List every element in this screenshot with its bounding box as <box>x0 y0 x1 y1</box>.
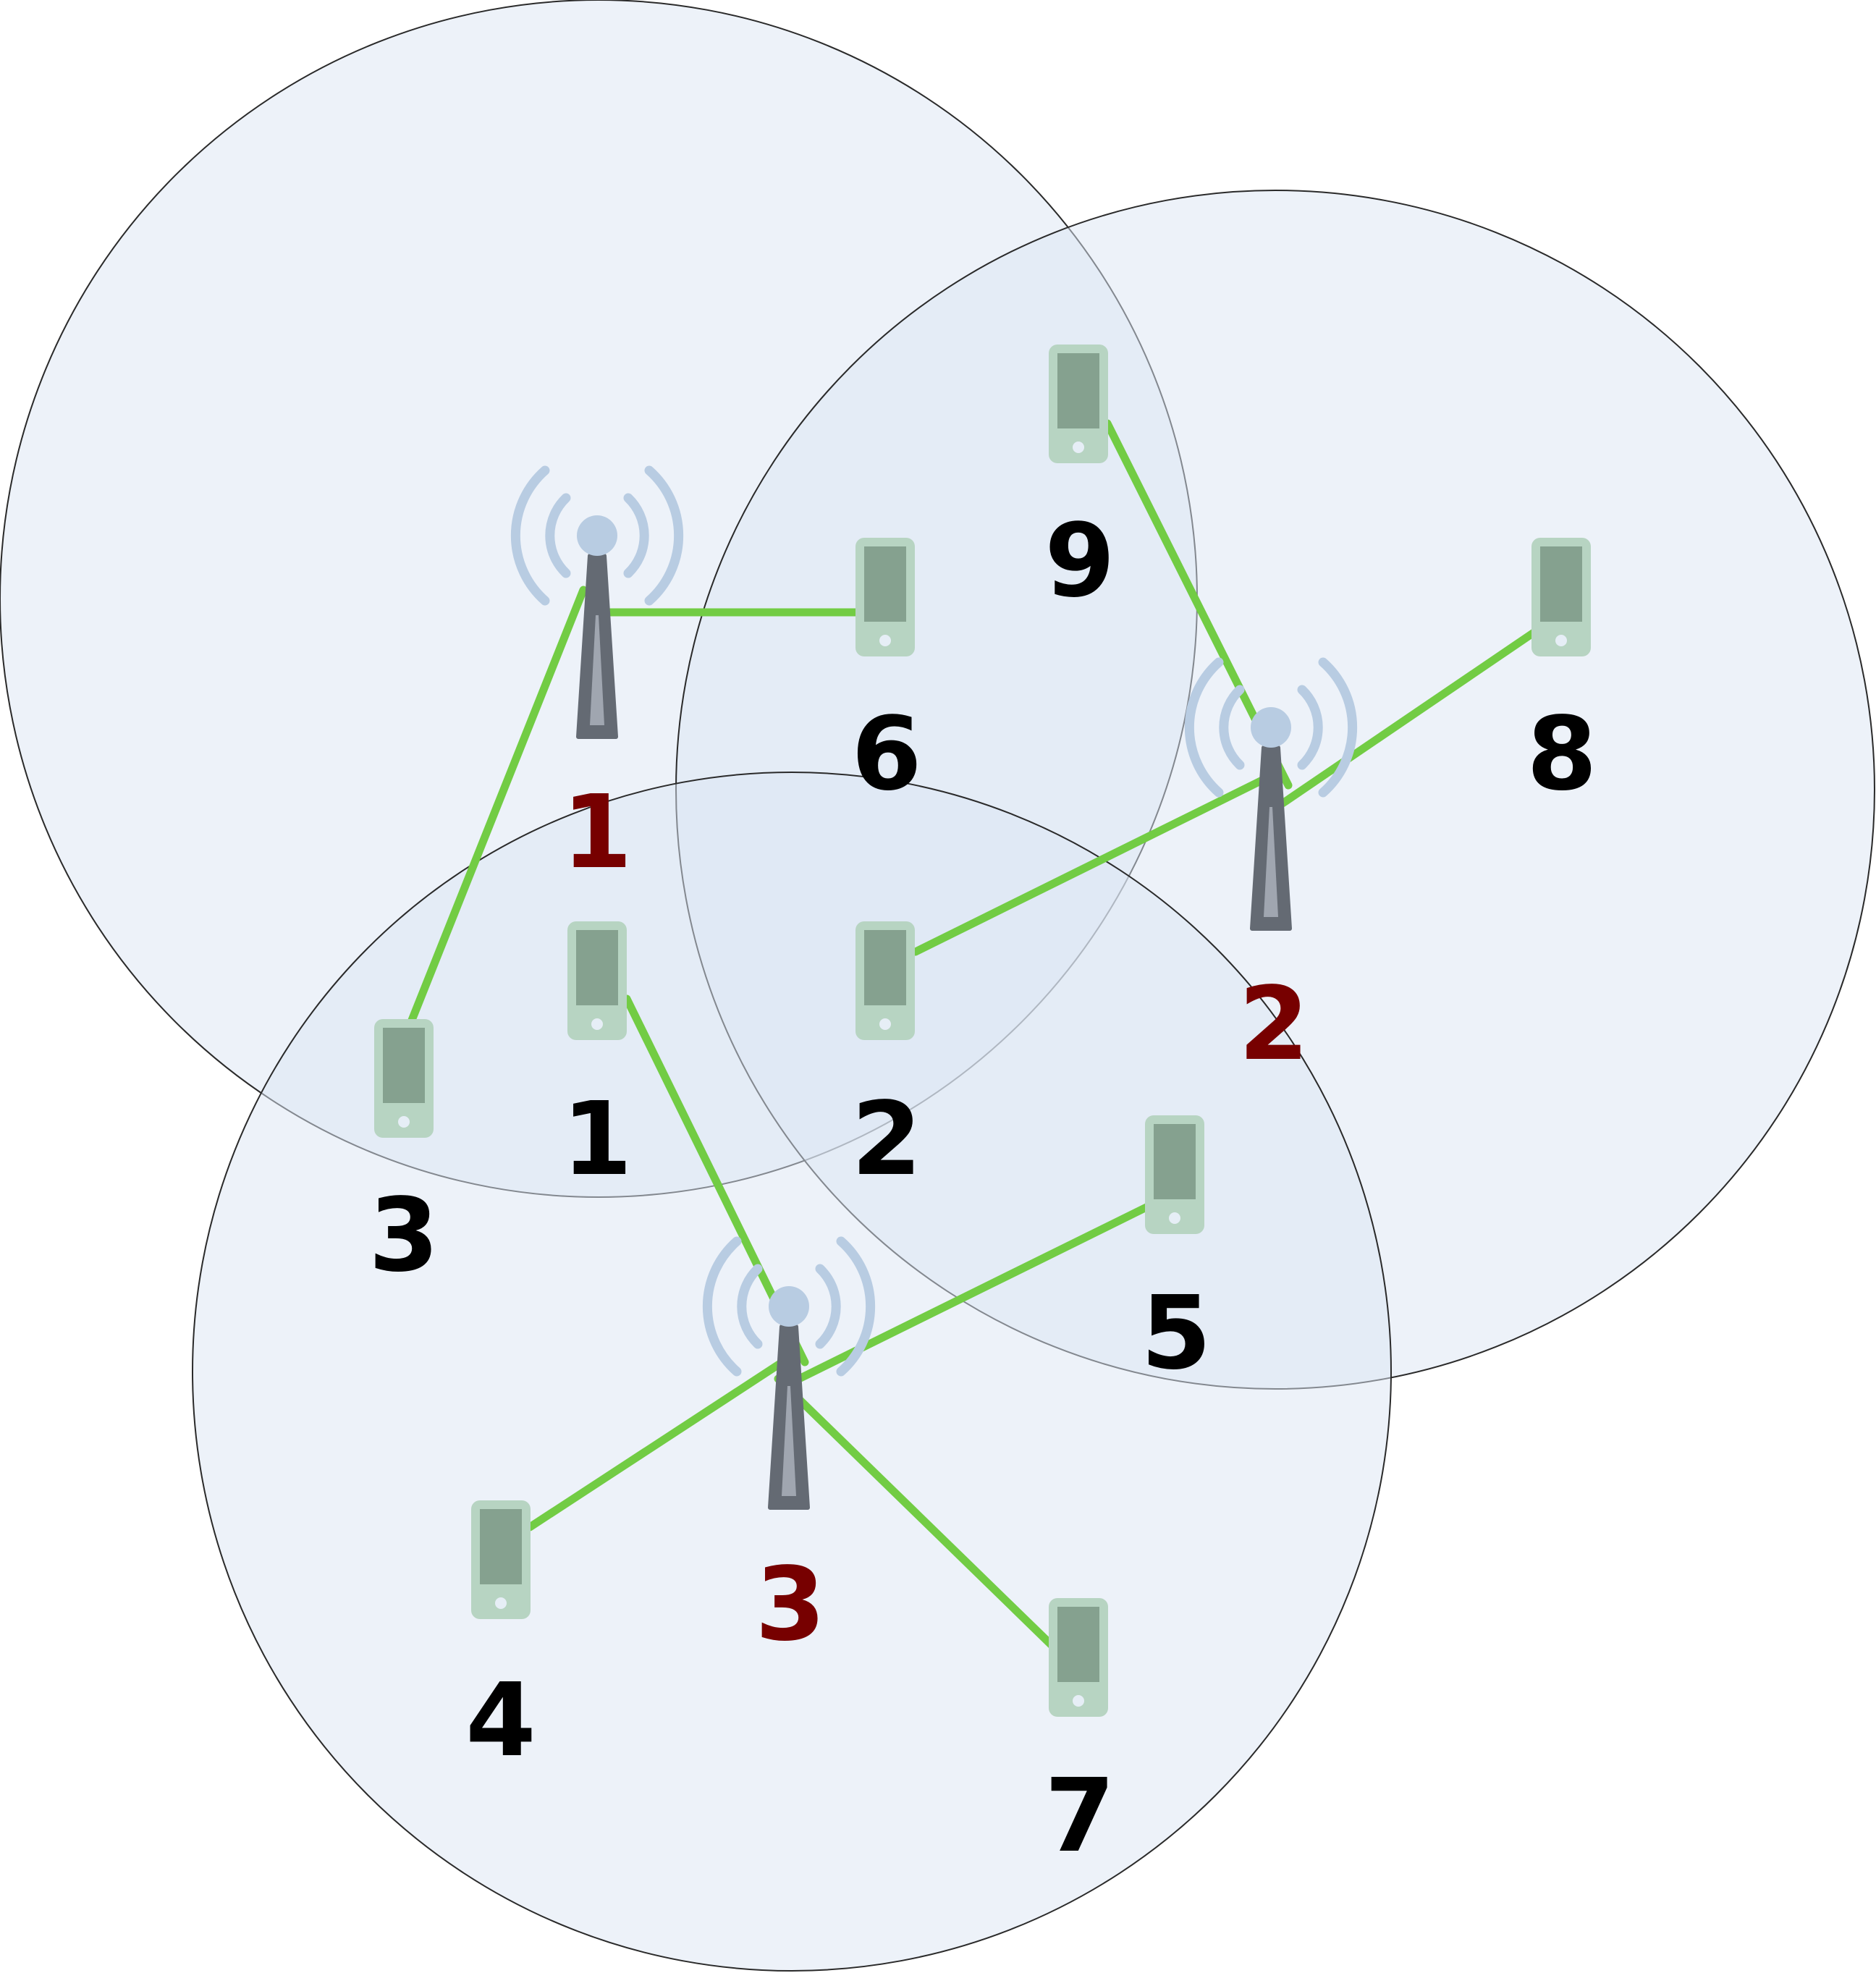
phone-icon[interactable] <box>1531 538 1591 656</box>
phone-icon[interactable] <box>1145 1115 1204 1234</box>
phone-icon[interactable] <box>1049 1598 1108 1717</box>
user-label: 8 <box>1526 696 1597 814</box>
user-label: 6 <box>851 696 921 814</box>
user-label: 4 <box>465 1662 536 1780</box>
station-label: 3 <box>755 1546 825 1664</box>
phone-icon[interactable] <box>1049 345 1108 463</box>
phone-icon[interactable] <box>855 538 915 656</box>
phone-icon[interactable] <box>374 1019 434 1138</box>
link-station2-user2 <box>911 770 1278 956</box>
link-station2-user8 <box>1278 625 1542 808</box>
user-label: 2 <box>851 1081 921 1199</box>
user-label: 5 <box>1141 1275 1211 1393</box>
user-label: 9 <box>1044 502 1115 620</box>
link-station1-user3 <box>407 586 588 1026</box>
link-station3-user4 <box>525 1355 791 1531</box>
user-label: 1 <box>562 1081 632 1199</box>
station-label: 2 <box>1238 966 1309 1083</box>
station-label: 1 <box>562 774 632 892</box>
phone-icon[interactable] <box>855 921 915 1040</box>
phone-icon[interactable] <box>471 1500 531 1619</box>
user-labels: 1 2 3 4 5 6 7 8 9 <box>368 502 1597 1875</box>
station-labels: 1 2 3 <box>562 774 1309 1664</box>
link-station3-user7 <box>774 1374 1057 1651</box>
phone-icon[interactable] <box>567 921 627 1040</box>
user-label: 3 <box>368 1177 439 1295</box>
user-label: 7 <box>1044 1757 1115 1875</box>
